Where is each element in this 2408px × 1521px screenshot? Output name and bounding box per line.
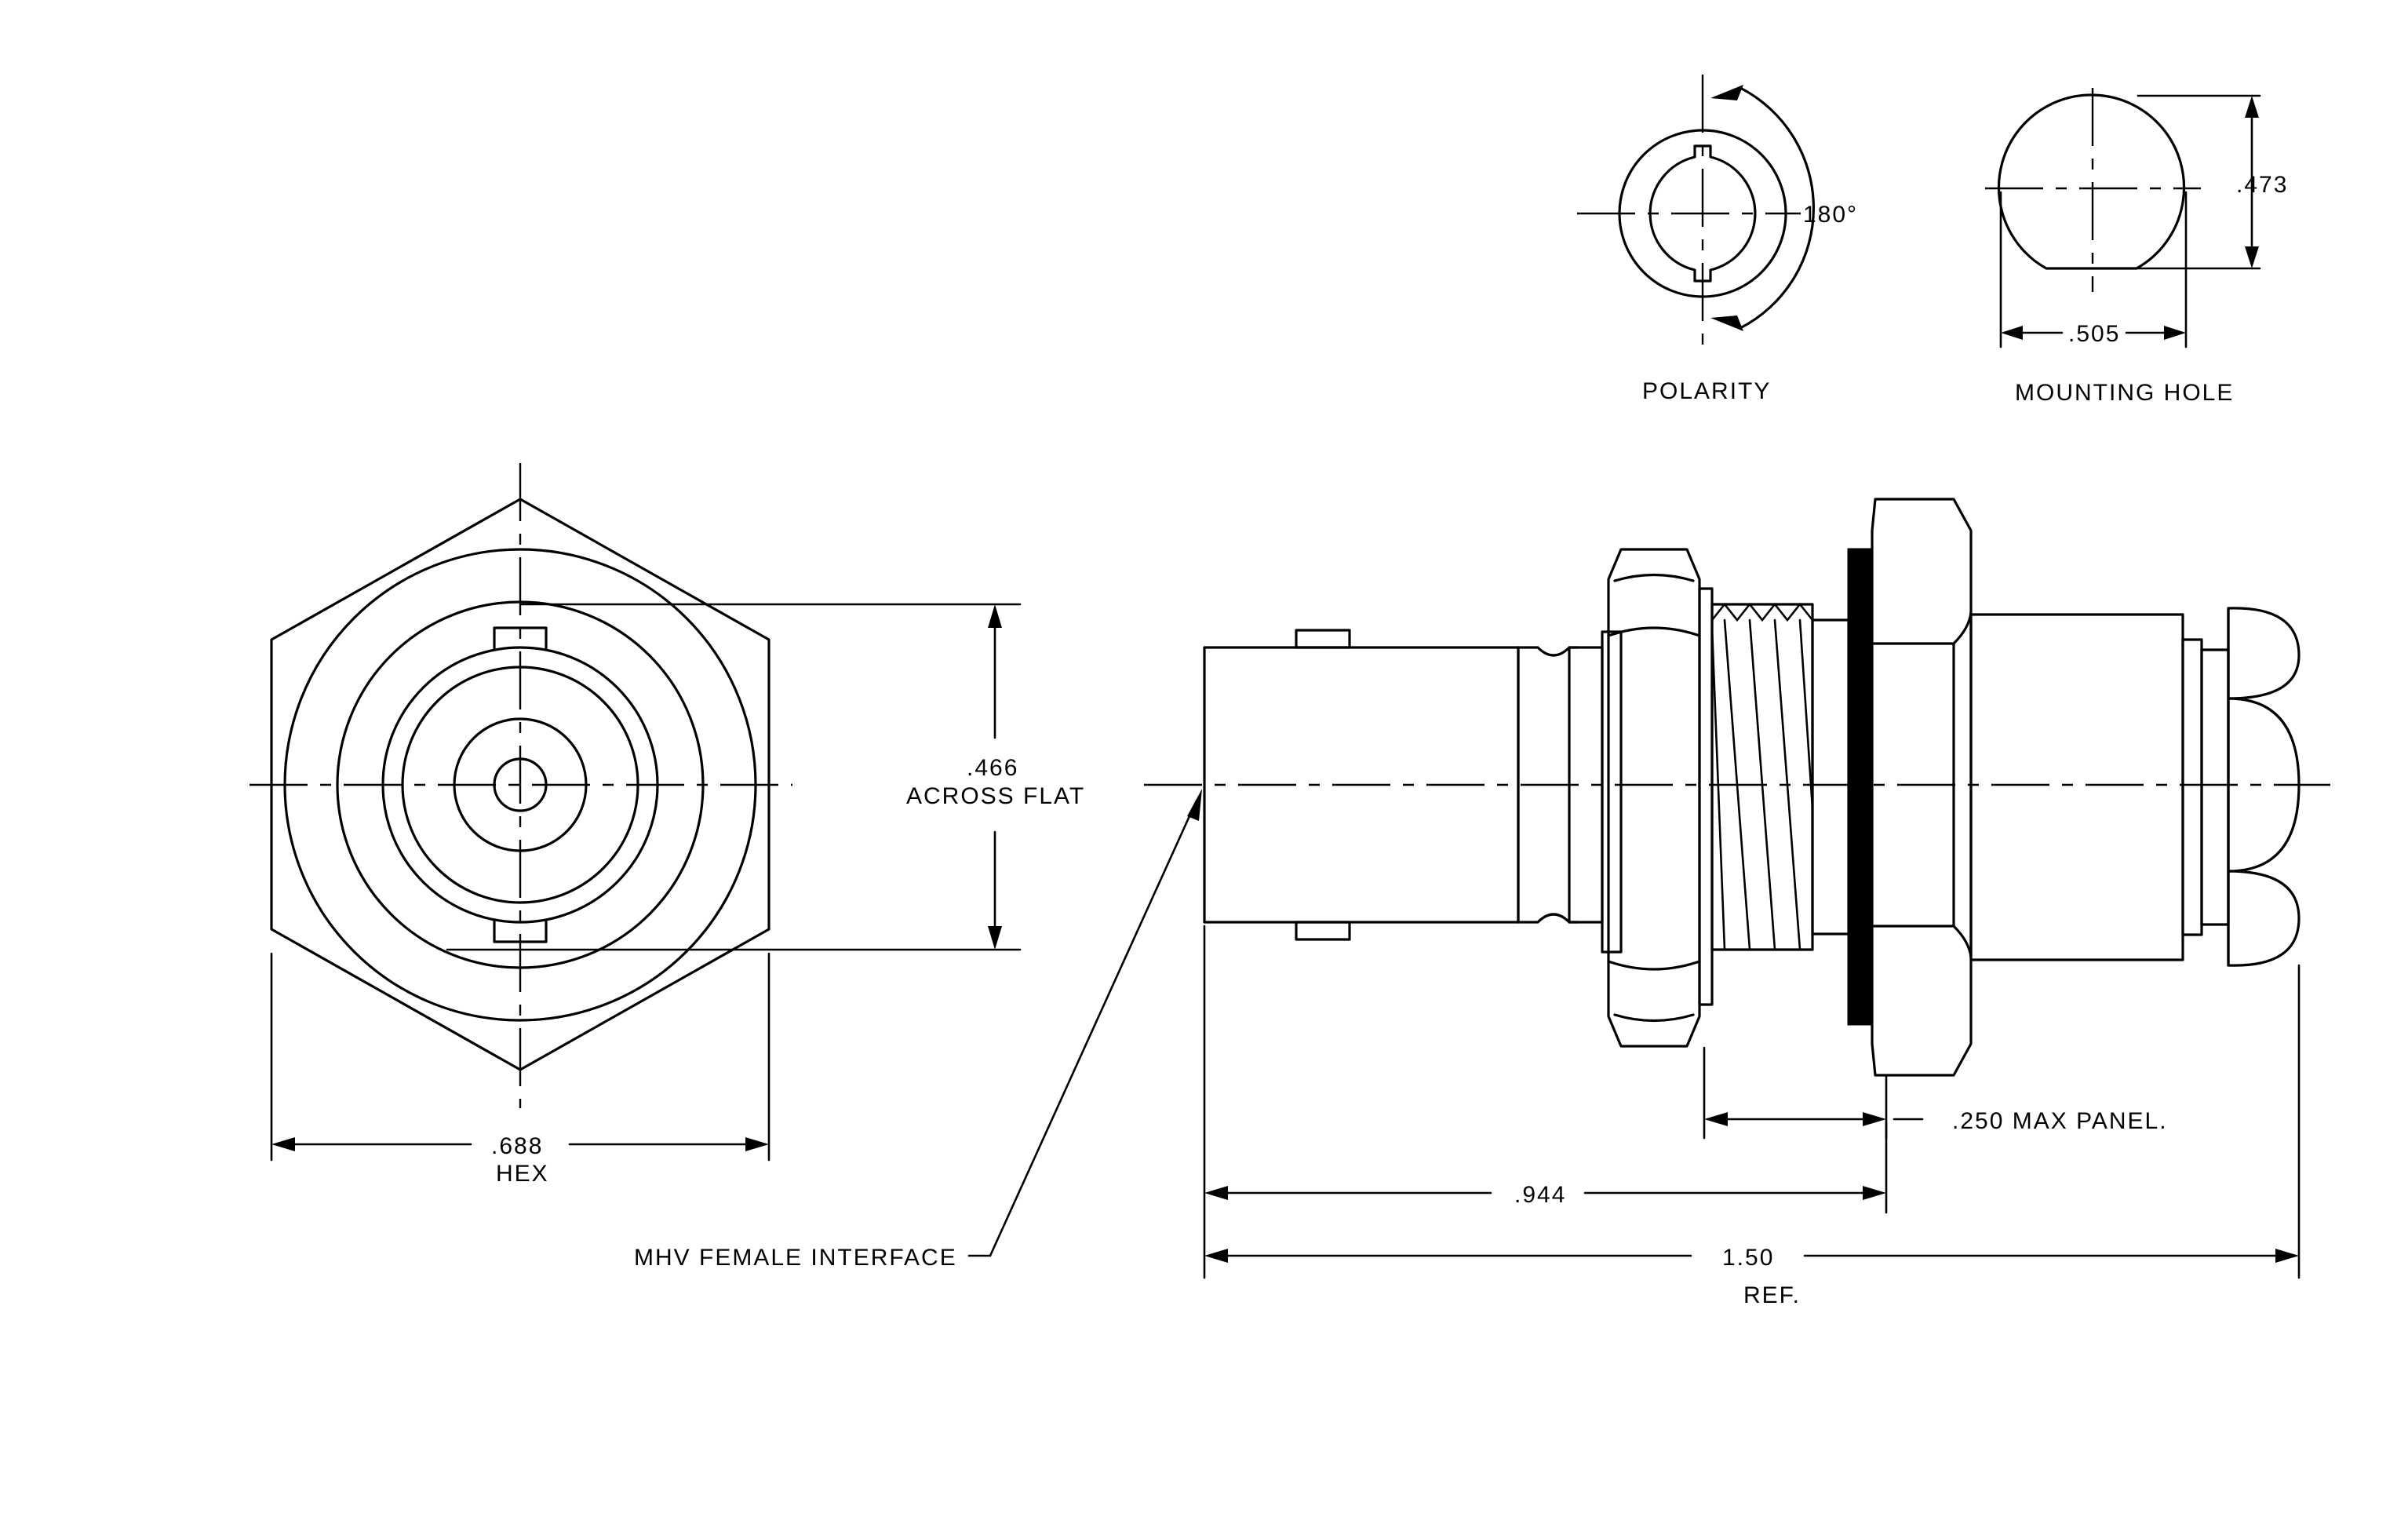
max-panel-label: .250 MAX PANEL.: [1952, 1108, 2168, 1134]
across-flat-value-label: .466: [967, 755, 1018, 781]
overall-length-label: 1.50: [1722, 1245, 1774, 1271]
polarity-title: POLARITY: [1642, 378, 1771, 404]
polarity-angle-label: 180°: [1803, 202, 1858, 228]
front-hex-view: .466 ACROSS FLAT .688 HEX: [250, 463, 1085, 1187]
hex-width-value-label: .688: [491, 1133, 543, 1159]
mounting-hole-height-label: .473: [2236, 172, 2288, 198]
hex-label: HEX: [496, 1161, 549, 1187]
length-944-label: .944: [1514, 1182, 1566, 1208]
across-flat-label: ACROSS FLAT: [906, 783, 1085, 809]
mounting-hole-view: .473 .505 MOUNTING HOLE: [1985, 88, 2288, 406]
panel-gasket: [1847, 548, 1874, 1026]
ref-label: REF.: [1743, 1282, 1801, 1308]
mounting-hole-title: MOUNTING HOLE: [2015, 380, 2234, 406]
mounting-hole-width-label: .505: [2068, 321, 2120, 347]
polarity-view: 180° POLARITY: [1577, 75, 1858, 404]
side-view: .250 MAX PANEL. .944 1.50 REF. MHV FEMAL…: [634, 498, 2330, 1308]
interface-label: MHV FEMALE INTERFACE: [634, 1245, 957, 1271]
